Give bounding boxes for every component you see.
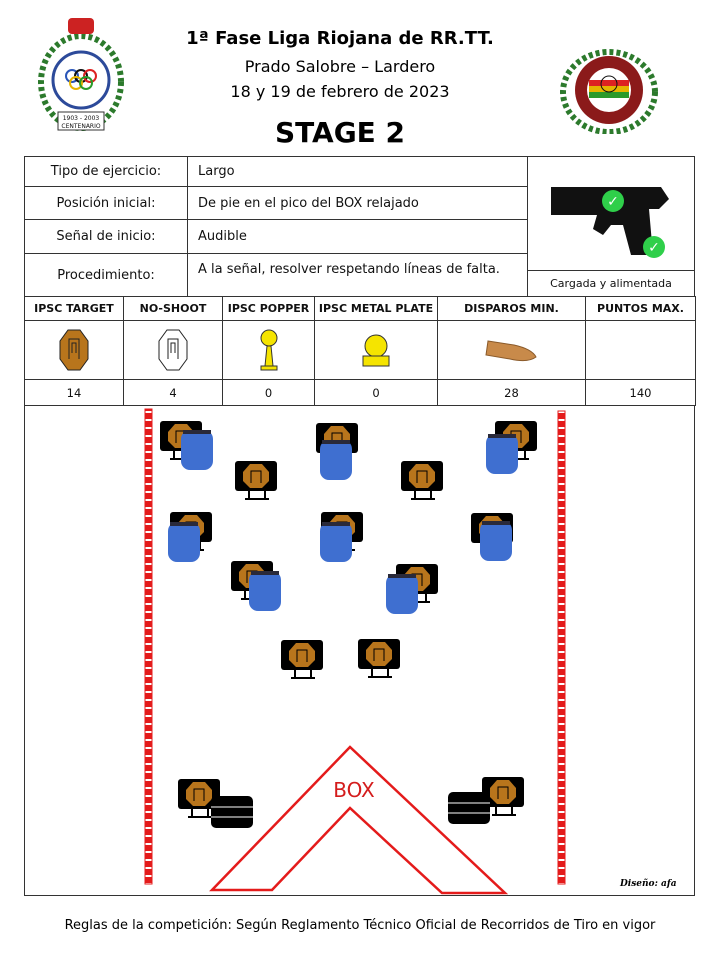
bullet-icon bbox=[484, 340, 537, 362]
svg-text:✓: ✓ bbox=[648, 240, 660, 256]
blue-barrel bbox=[386, 574, 418, 614]
fault-line-left bbox=[144, 408, 153, 885]
ipsc-target bbox=[235, 461, 277, 500]
ipsc-target bbox=[178, 779, 220, 818]
svg-text:CENTENARIO: CENTENARIO bbox=[61, 123, 100, 130]
event-title: 1ª Fase Liga Riojana de RR.TT. bbox=[186, 28, 494, 49]
event-dates: 18 y 19 de febrero de 2023 bbox=[230, 82, 450, 101]
no-shoot-icon bbox=[158, 329, 188, 371]
event-location: Prado Salobre – Lardero bbox=[244, 57, 436, 76]
shooting-box bbox=[209, 745, 509, 895]
ipsc-target-icon bbox=[59, 329, 89, 371]
blue-barrel bbox=[320, 522, 352, 562]
svg-text:1903 - 2003: 1903 - 2003 bbox=[63, 115, 100, 122]
footer-rules: Reglas de la competición: Según Reglamen… bbox=[64, 918, 656, 933]
club-logo bbox=[556, 44, 662, 135]
blue-barrel bbox=[486, 434, 518, 474]
popper-icon bbox=[260, 329, 277, 371]
designer-credit: Diseño: afa bbox=[620, 879, 677, 889]
fault-line-right bbox=[557, 410, 566, 885]
blue-barrel bbox=[249, 571, 281, 611]
pistol-image: ✓✓ bbox=[527, 156, 695, 271]
svg-text:✓: ✓ bbox=[607, 194, 619, 210]
ipsc-target bbox=[401, 461, 443, 500]
ipsc-target bbox=[281, 640, 323, 679]
stage-field bbox=[24, 405, 695, 896]
box-label: BOX bbox=[333, 778, 375, 802]
stage-title: STAGE 2 bbox=[274, 116, 406, 149]
blue-barrel bbox=[480, 521, 512, 561]
metal-plate-icon bbox=[362, 334, 390, 367]
blue-barrel bbox=[168, 522, 200, 562]
black-barrel-wall bbox=[448, 792, 490, 824]
ipsc-target bbox=[482, 777, 524, 816]
blue-barrel bbox=[320, 440, 352, 480]
black-barrel-wall bbox=[211, 796, 253, 828]
blue-barrel bbox=[181, 430, 213, 470]
ipsc-target bbox=[358, 639, 400, 678]
icon-cell-ipsc-target bbox=[24, 320, 124, 380]
